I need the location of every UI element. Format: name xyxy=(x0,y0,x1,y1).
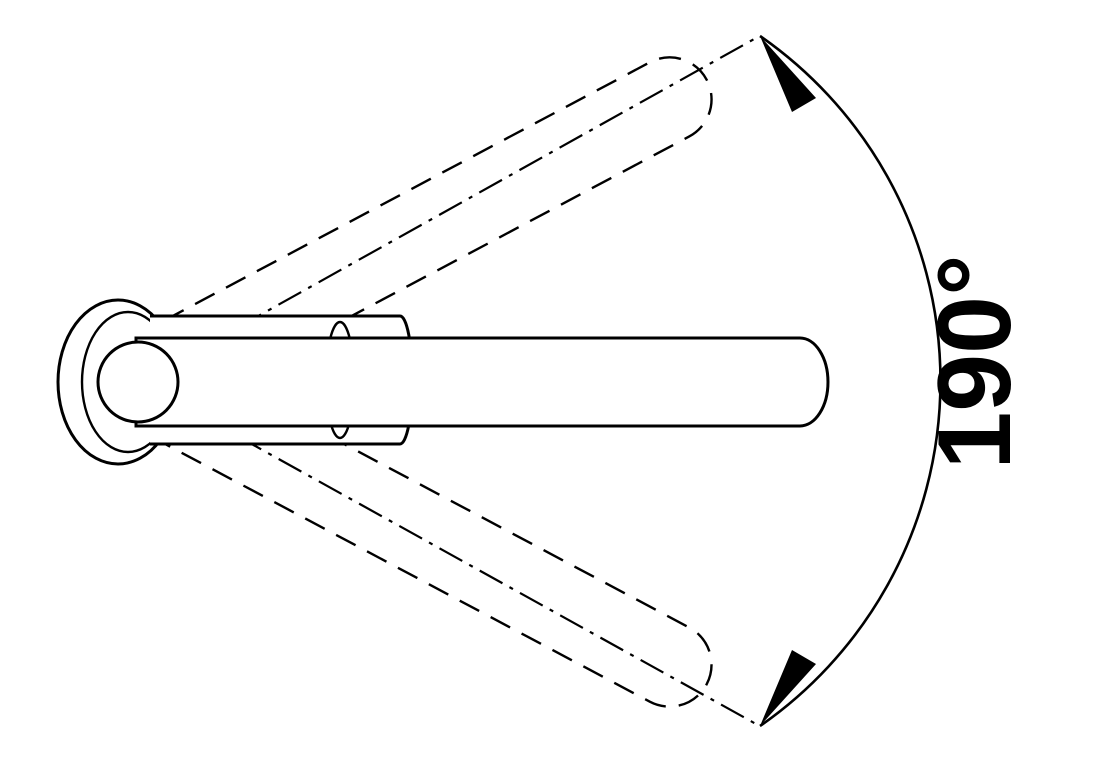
spout-body xyxy=(96,314,830,446)
centerline-lower xyxy=(157,391,757,725)
angle-label: 190° xyxy=(917,254,1033,469)
arrow-lower-icon xyxy=(760,650,816,726)
arrow-upper-icon xyxy=(760,36,816,112)
swing-arc xyxy=(759,34,942,728)
spout-knob xyxy=(96,340,180,424)
